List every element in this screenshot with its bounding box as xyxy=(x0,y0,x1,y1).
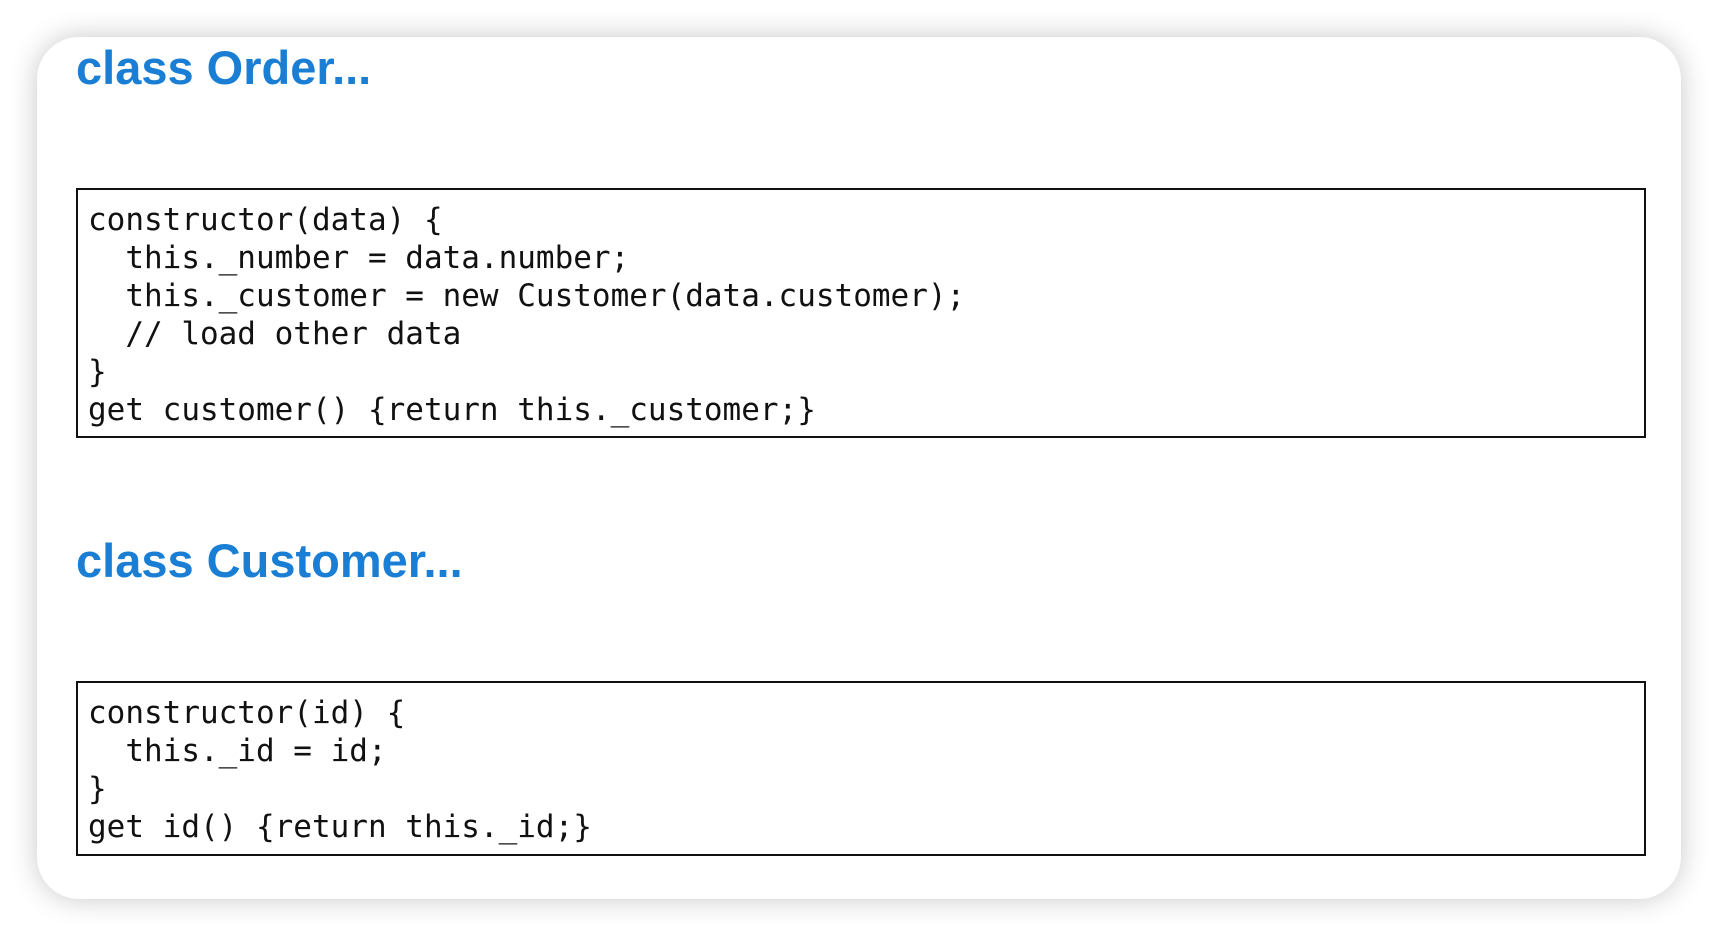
code-line: get id() {return this._id;} xyxy=(88,809,592,845)
code-line: } xyxy=(88,771,107,807)
code-line: this._customer = new Customer(data.custo… xyxy=(88,278,966,314)
code-line: } xyxy=(88,354,107,390)
order-class-heading: class Order... xyxy=(76,41,372,94)
code-line: this._id = id; xyxy=(88,733,387,769)
code-line: // load other data xyxy=(88,316,462,352)
code-line: this._number = data.number; xyxy=(88,240,630,276)
code-line: constructor(id) { xyxy=(88,695,406,731)
code-line: constructor(data) { xyxy=(88,202,443,238)
customer-code-block: constructor(id) { this._id = id; } get i… xyxy=(76,681,1646,856)
customer-class-heading: class Customer... xyxy=(76,534,463,587)
order-code-block: constructor(data) { this._number = data.… xyxy=(76,188,1646,438)
code-line: get customer() {return this._customer;} xyxy=(88,392,816,428)
